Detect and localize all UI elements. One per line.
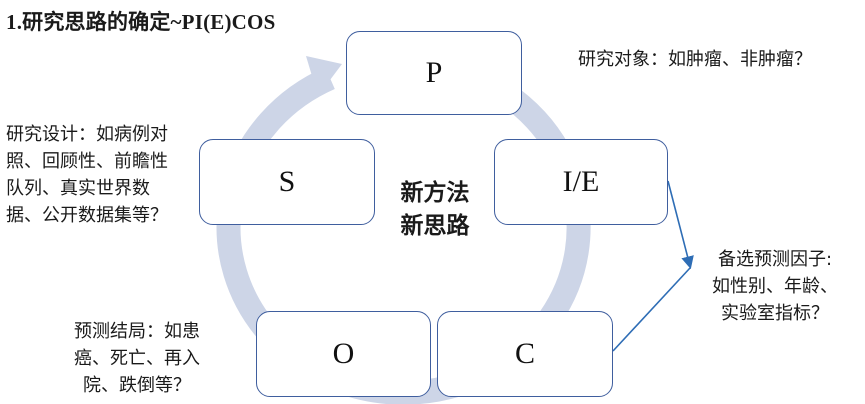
c-connector-line bbox=[612, 267, 691, 352]
note-s-line: 照、回顾性、前瞻性 bbox=[6, 151, 168, 172]
box-s-label: S bbox=[278, 165, 296, 198]
center-line-2: 新思路 bbox=[400, 213, 470, 239]
cycle-arrowhead bbox=[306, 56, 342, 96]
note-ie-line: 备选预测因子: bbox=[717, 249, 833, 270]
note-s-line: 研究设计：如病例对 bbox=[6, 124, 168, 145]
note-ie-line: 如性别、年龄、 bbox=[712, 276, 838, 297]
note-o-line: 预测结局：如患 bbox=[74, 321, 200, 342]
center-line-1: 新方法 bbox=[400, 180, 470, 206]
box-p-label: P bbox=[425, 56, 443, 89]
note-s-line: 队列、真实世界数 bbox=[6, 178, 150, 199]
box-s: S bbox=[199, 139, 375, 225]
note-p-line: 研究对象：如肿瘤、非肿瘤？ bbox=[578, 49, 812, 70]
box-p: P bbox=[346, 31, 522, 115]
ie-connector-line bbox=[667, 180, 694, 270]
box-ie: I/E bbox=[494, 139, 668, 225]
box-o: O bbox=[256, 311, 431, 397]
note-o-line: 院、跌倒等？ bbox=[83, 375, 191, 396]
note-o-line: 癌、死亡、再入 bbox=[74, 348, 200, 369]
note-s-line: 据、公开数据集等？ bbox=[6, 205, 168, 226]
note-p: 研究对象：如肿瘤、非肿瘤？ bbox=[578, 46, 812, 73]
box-o-label: O bbox=[332, 337, 355, 370]
note-s: 研究设计：如病例对 照、回顾性、前瞻性 队列、真实世界数 据、公开数据集等？ bbox=[6, 121, 168, 229]
box-ie-label: I/E bbox=[562, 165, 600, 198]
box-c: C bbox=[437, 311, 613, 397]
center-text: 新方法 新思路 bbox=[380, 177, 490, 243]
box-c-label: C bbox=[514, 337, 535, 370]
slide-title: 1.研究思路的确定~PI(E)COS bbox=[6, 10, 276, 34]
note-ie-line: 实验室指标？ bbox=[721, 303, 829, 324]
note-ie: 备选预测因子: 如性别、年龄、 实验室指标？ bbox=[712, 246, 838, 327]
note-o: 预测结局：如患 癌、死亡、再入 院、跌倒等？ bbox=[74, 318, 200, 399]
